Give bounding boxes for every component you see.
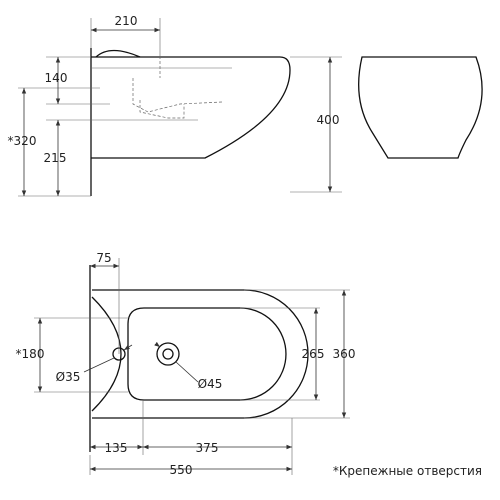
leader-d45-arrow xyxy=(154,341,161,348)
top-view: 75 *180 Ø35 Ø45 265 360 135 375 550 *Кре… xyxy=(16,251,482,478)
drain-hole-outer xyxy=(156,342,180,366)
leader-d45 xyxy=(175,361,199,383)
leader-d35-arrow xyxy=(123,344,133,351)
tap-deck-arc xyxy=(91,296,122,412)
bidet-top-outline xyxy=(92,289,309,419)
dim-375-label: 375 xyxy=(196,441,219,455)
side-view: 210 140 215 *320 400 xyxy=(8,14,483,197)
dim-d45-label: Ø45 xyxy=(198,377,223,391)
drain-path xyxy=(132,78,223,113)
dim-400-label: 400 xyxy=(317,113,340,127)
dim-550-label: 550 xyxy=(170,463,193,477)
bowl-inner xyxy=(127,307,287,401)
dim-265-label: 265 xyxy=(302,347,325,361)
tap-platform xyxy=(95,49,141,58)
dim-360-label: 360 xyxy=(333,347,356,361)
bidet-side-profile xyxy=(91,56,291,159)
dim-140-label: 140 xyxy=(45,71,68,85)
leader-d35 xyxy=(83,357,115,373)
dim-320-label: *320 xyxy=(8,134,37,148)
dim-210-label: 210 xyxy=(115,14,138,28)
footnote: *Крепежные отверстия xyxy=(333,464,482,478)
dim-180-label: *180 xyxy=(16,347,45,361)
dim-75-label: 75 xyxy=(96,251,111,265)
dim-d35-label: Ø35 xyxy=(56,370,81,384)
drain-outlet xyxy=(139,100,185,119)
dim-215-label: 215 xyxy=(44,151,67,165)
drain-hole-inner xyxy=(162,348,174,360)
bidet-front-view xyxy=(358,56,483,159)
dim-135-label: 135 xyxy=(105,441,128,455)
